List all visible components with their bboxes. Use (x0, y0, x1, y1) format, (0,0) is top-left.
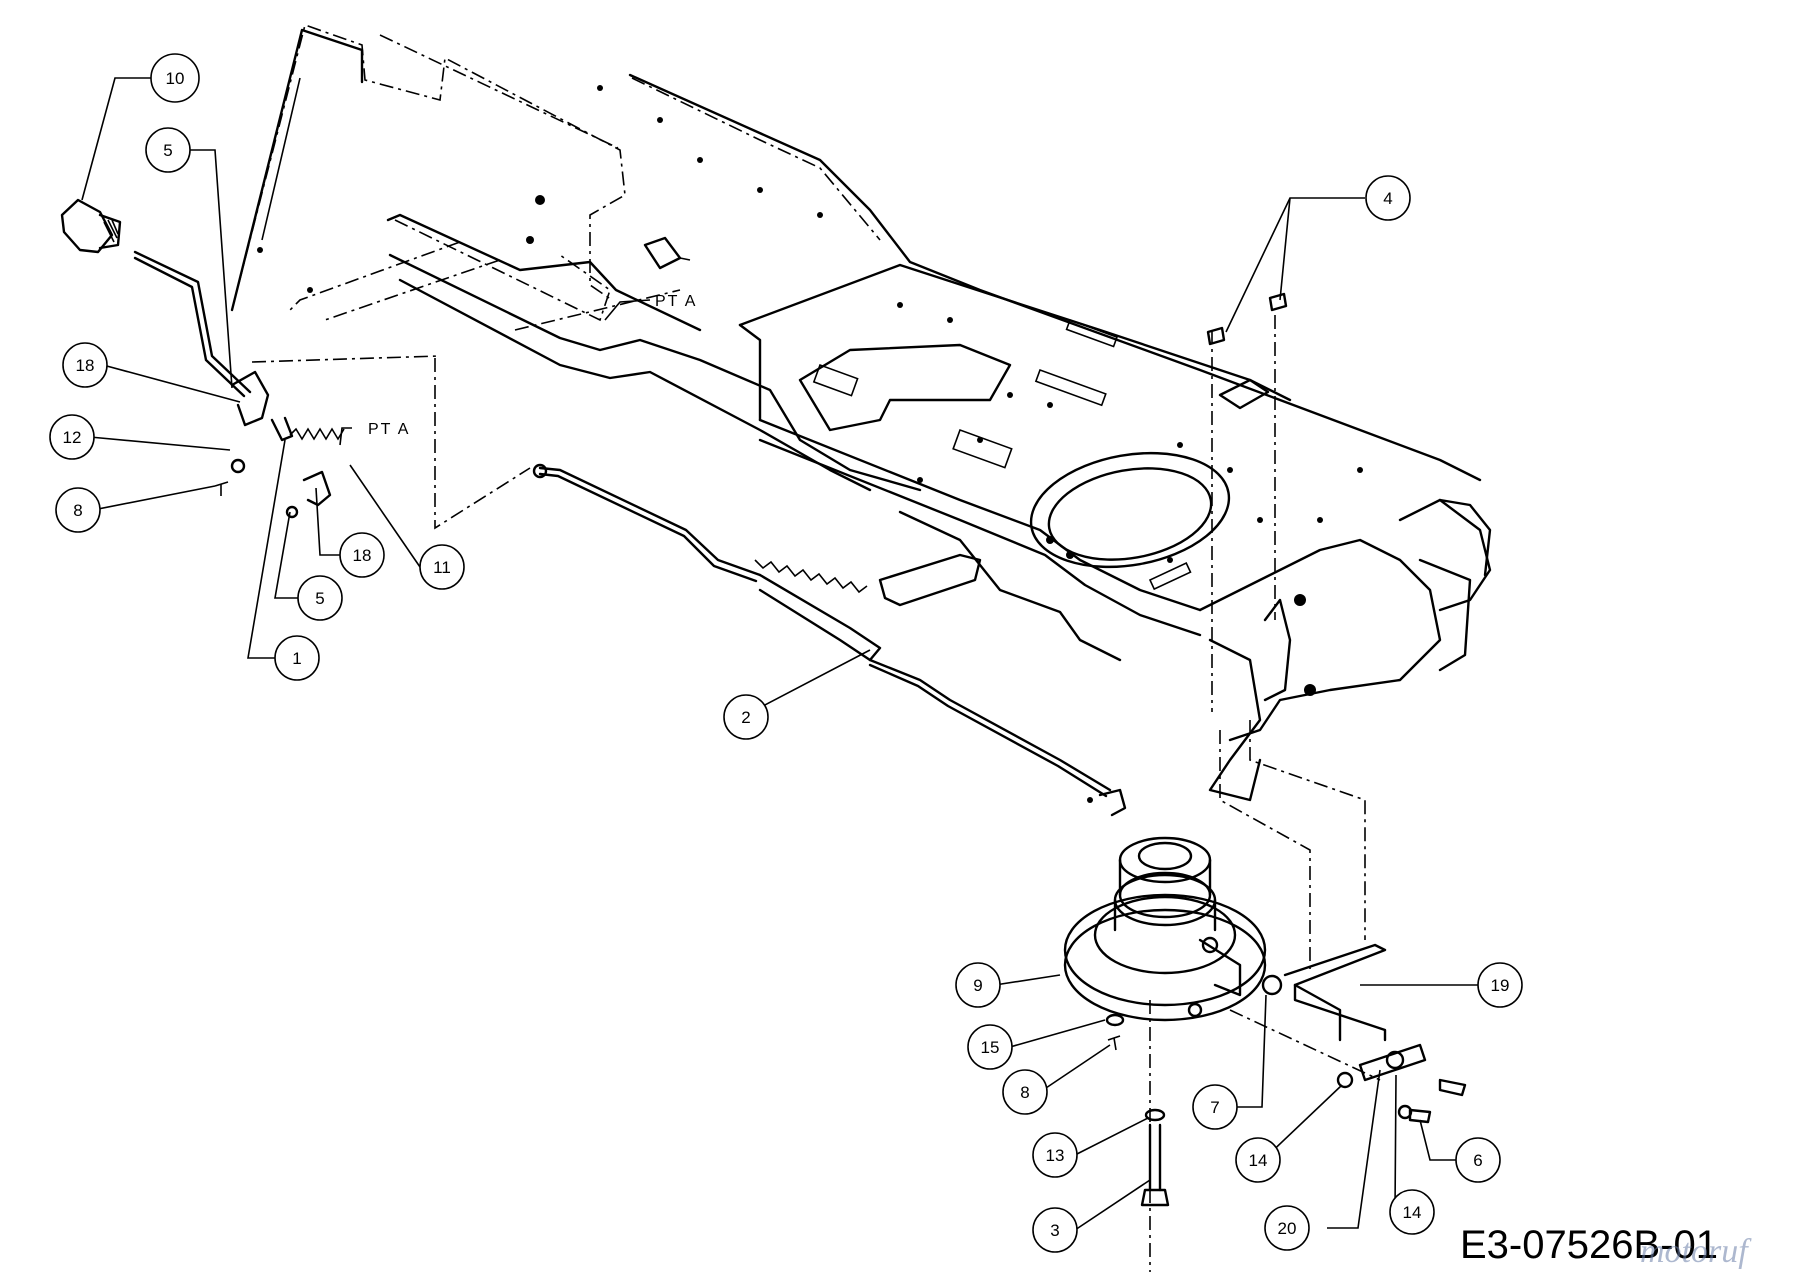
pto-clutch (1063, 836, 1267, 1022)
svg-text:1: 1 (292, 649, 301, 668)
svg-text:3: 3 (1050, 1221, 1059, 1240)
svg-text:11: 11 (433, 558, 451, 577)
callout-4: 4 (1365, 175, 1411, 221)
svg-text:4: 4 (1383, 189, 1392, 208)
callout-bubbles: 10 5 18 12 8 18 5 1 11 2 4 9 15 8 13 3 7… (49, 53, 1523, 1253)
svg-text:18: 18 (76, 356, 95, 375)
callout-5: 5 (145, 127, 191, 173)
callout-8-lower: 8 (1002, 1069, 1048, 1115)
svg-text:6: 6 (1473, 1151, 1482, 1170)
callout-14-lower: 14 (1389, 1189, 1435, 1235)
callout-18-lower: 18 (339, 532, 385, 578)
svg-text:7: 7 (1210, 1098, 1219, 1117)
clutch-bracket (1105, 292, 1467, 1207)
svg-text:12: 12 (63, 428, 82, 447)
svg-text:2: 2 (741, 708, 750, 727)
callout-15: 15 (967, 1024, 1013, 1070)
svg-text:8: 8 (1020, 1083, 1029, 1102)
callout-2: 2 (723, 694, 769, 740)
svg-text:14: 14 (1403, 1203, 1422, 1222)
callout-12: 12 (49, 414, 95, 460)
callout-10: 10 (150, 53, 200, 103)
leader-lines (81, 77, 1478, 1231)
point-labels: PT A PT A (368, 293, 697, 438)
svg-text:5: 5 (163, 141, 172, 160)
svg-text:13: 13 (1046, 1146, 1065, 1165)
callout-11: 11 (419, 544, 465, 590)
callout-9: 9 (955, 962, 1001, 1008)
svg-text:5: 5 (315, 589, 324, 608)
svg-text:20: 20 (1278, 1219, 1297, 1238)
callout-18: 18 (62, 342, 108, 388)
callout-14: 14 (1235, 1137, 1281, 1183)
svg-text:10: 10 (166, 69, 185, 88)
svg-text:8: 8 (73, 501, 82, 520)
pt-a-label: PT A (655, 293, 697, 310)
tractor-frame (230, 23, 1492, 1272)
svg-text:19: 19 (1491, 976, 1510, 995)
svg-text:9: 9 (973, 976, 982, 995)
drawing-reference-code: E3-07526B-01 (1460, 1223, 1718, 1267)
callout-13: 13 (1032, 1132, 1078, 1178)
watermark: motoruf (1640, 1233, 1752, 1270)
callout-8: 8 (55, 487, 101, 533)
callout-1: 1 (274, 635, 320, 681)
clutch-rod (532, 463, 1127, 817)
callout-19: 19 (1477, 962, 1523, 1008)
callout-7: 7 (1192, 1084, 1238, 1130)
svg-text:18: 18 (353, 546, 372, 565)
pt-a-label: PT A (368, 421, 410, 438)
svg-text:14: 14 (1249, 1151, 1268, 1170)
svg-text:15: 15 (981, 1038, 1000, 1057)
callout-3: 3 (1032, 1207, 1078, 1253)
callout-6: 6 (1455, 1137, 1501, 1183)
callout-20: 20 (1264, 1205, 1310, 1251)
callout-5-lower: 5 (297, 575, 343, 621)
